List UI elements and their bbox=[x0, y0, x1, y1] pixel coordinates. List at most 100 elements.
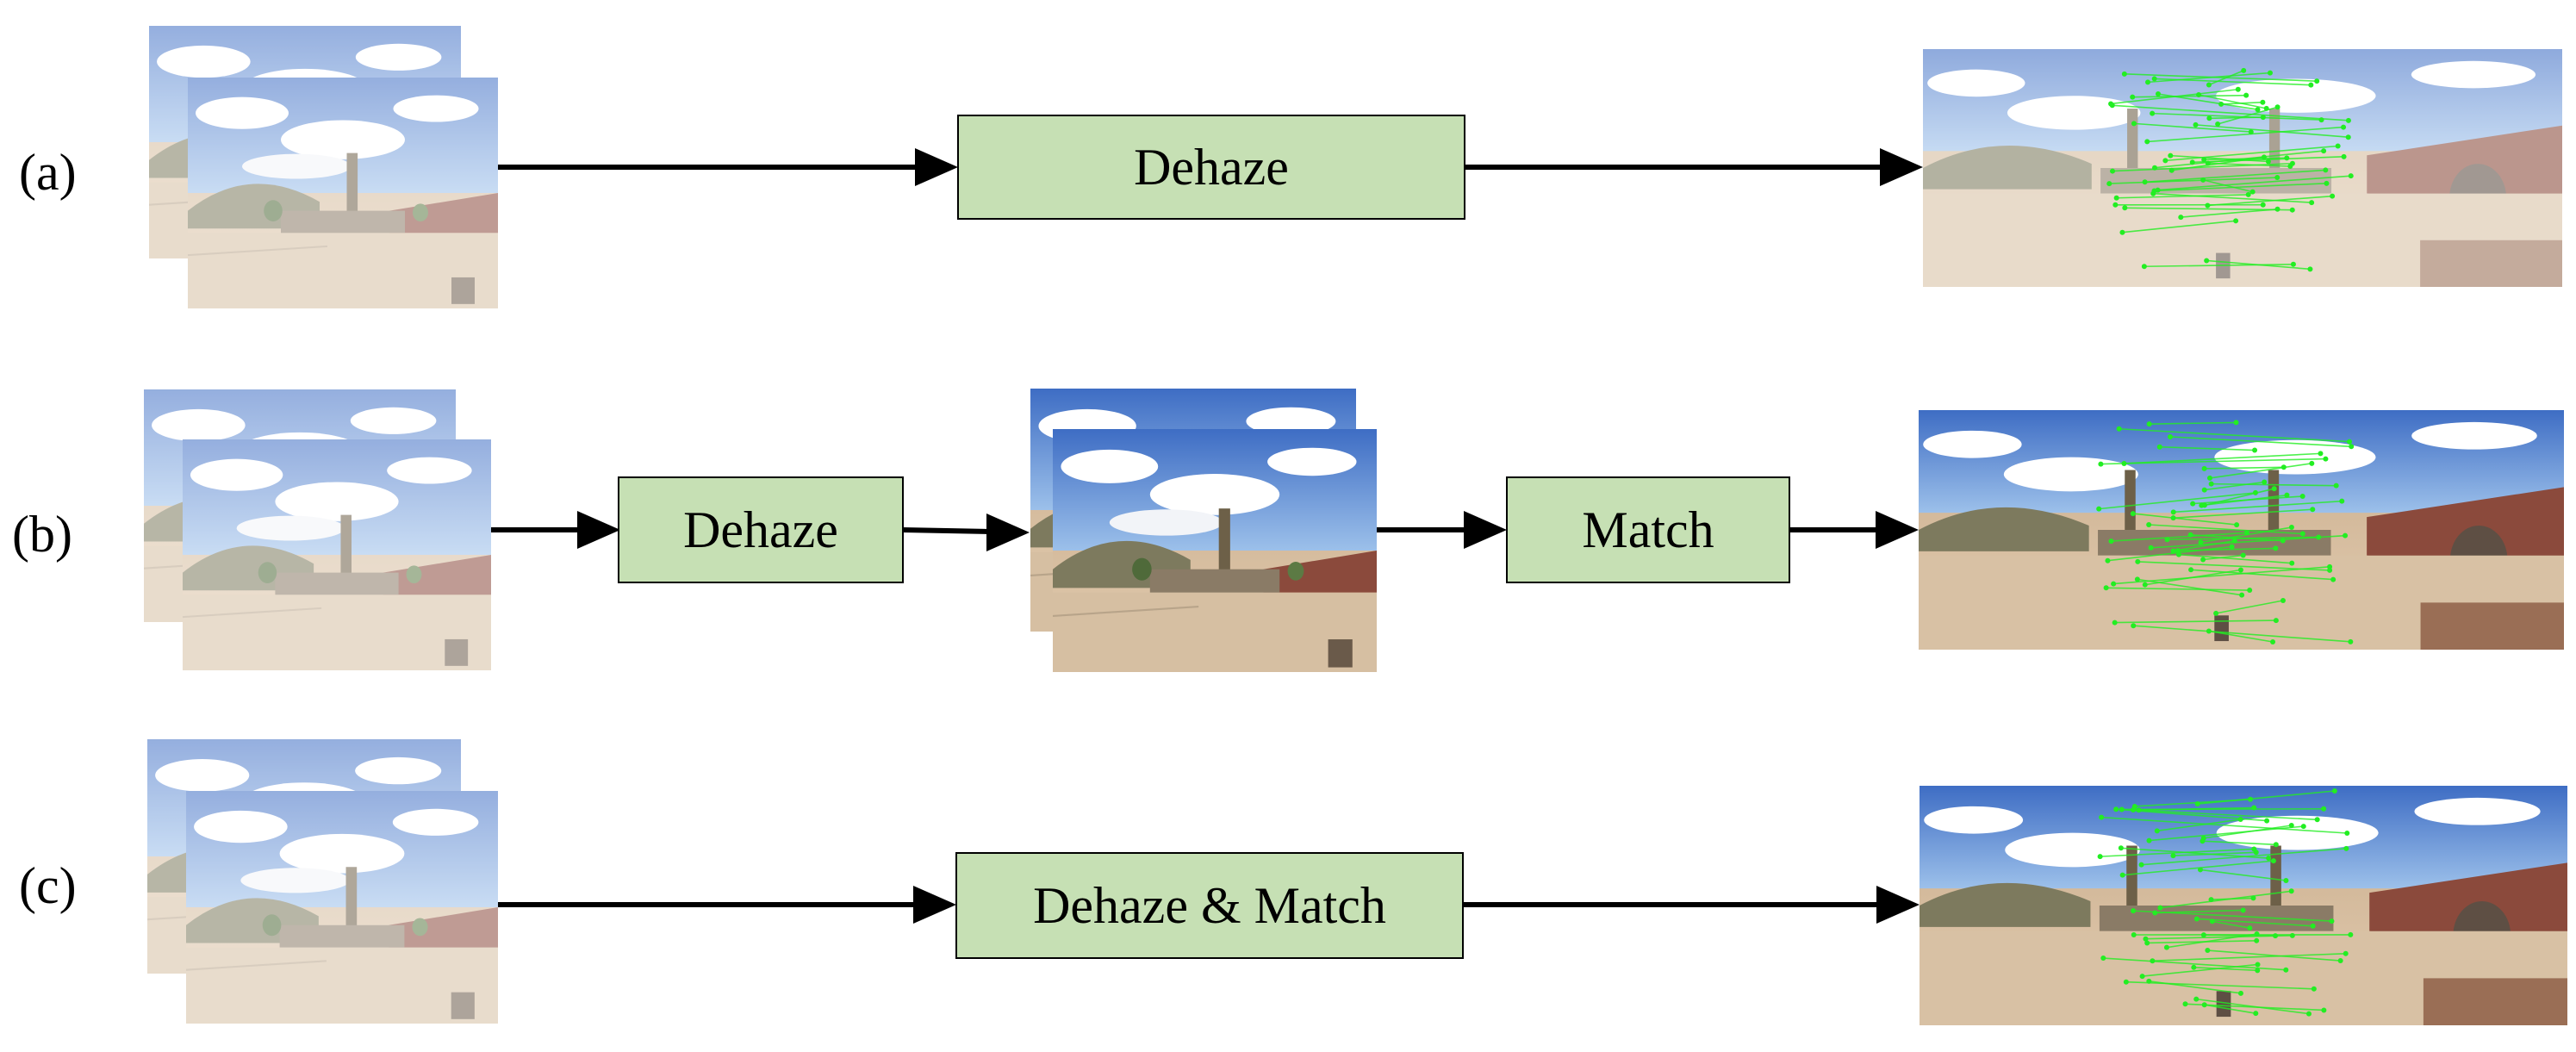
match-keypoint bbox=[2251, 805, 2257, 811]
match-line bbox=[2152, 952, 2346, 962]
match-keypoint bbox=[2341, 153, 2347, 159]
match-line bbox=[2207, 195, 2333, 207]
match-line bbox=[2173, 539, 2235, 552]
match-line bbox=[2099, 492, 2256, 510]
match-line bbox=[2206, 259, 2311, 271]
match-keypoint bbox=[2234, 522, 2240, 528]
match-line bbox=[2195, 124, 2349, 139]
match-line bbox=[2144, 263, 2293, 268]
match-line bbox=[2109, 177, 2278, 184]
match-keypoint bbox=[2314, 78, 2320, 84]
match-keypoint bbox=[2289, 932, 2295, 938]
match-keypoint bbox=[2233, 218, 2239, 224]
match-keypoint bbox=[2170, 548, 2176, 554]
match-keypoint bbox=[2194, 801, 2200, 807]
match-keypoint bbox=[2143, 936, 2149, 942]
match-keypoint bbox=[2108, 101, 2114, 107]
match-keypoint bbox=[2097, 854, 2103, 860]
match-keypoint bbox=[2145, 79, 2151, 85]
match-line bbox=[2147, 940, 2257, 944]
match-keypoint bbox=[2163, 944, 2169, 950]
match-keypoint bbox=[2146, 837, 2152, 843]
match-line bbox=[2103, 957, 2287, 971]
row-c-arrow-2 bbox=[1463, 886, 1920, 924]
match-line bbox=[2132, 94, 2247, 98]
match-line bbox=[2207, 949, 2341, 962]
match-keypoint bbox=[2141, 264, 2147, 270]
row-c-input-image-pair bbox=[147, 739, 498, 1024]
match-keypoint bbox=[2213, 610, 2219, 616]
match-line bbox=[2150, 534, 2346, 549]
match-line bbox=[2149, 524, 2303, 535]
match-keypoint bbox=[2288, 525, 2294, 531]
match-keypoint bbox=[2152, 910, 2158, 916]
match-keypoint bbox=[2131, 623, 2137, 629]
row-c-dehaze-match-box: Dehaze & Match bbox=[955, 852, 1464, 959]
match-keypoint bbox=[2267, 70, 2273, 76]
match-line bbox=[2209, 463, 2312, 479]
row-b-match-box: Match bbox=[1506, 476, 1790, 583]
match-keypoint bbox=[2206, 82, 2212, 88]
match-keypoint bbox=[2247, 925, 2253, 931]
match-keypoint bbox=[2144, 139, 2150, 145]
match-line bbox=[2212, 920, 2250, 929]
match-keypoint bbox=[2265, 159, 2271, 165]
row-a-arrow-2 bbox=[1465, 148, 1923, 186]
match-line bbox=[2122, 220, 2237, 233]
match-keypoint bbox=[2200, 932, 2206, 938]
match-line bbox=[2112, 104, 2349, 121]
match-keypoint bbox=[2309, 460, 2315, 466]
match-keypoint bbox=[2105, 557, 2111, 563]
match-keypoint bbox=[2208, 481, 2214, 487]
match-keypoint bbox=[2273, 842, 2279, 848]
match-keypoint bbox=[2168, 433, 2174, 439]
match-keypoint bbox=[2130, 94, 2136, 100]
match-keypoint bbox=[2146, 421, 2152, 427]
row-a-input-image-pair bbox=[149, 26, 498, 308]
row-a-label: (a) bbox=[19, 144, 77, 201]
match-keypoint bbox=[2154, 828, 2160, 834]
match-line bbox=[2193, 495, 2303, 505]
match-keypoint bbox=[2100, 956, 2106, 962]
match-keypoint bbox=[2330, 576, 2336, 582]
match-keypoint bbox=[2235, 86, 2241, 92]
match-keypoint bbox=[2348, 173, 2354, 179]
match-keypoint bbox=[2311, 986, 2317, 992]
match-keypoint bbox=[2168, 153, 2174, 159]
match-keypoint bbox=[2343, 532, 2349, 538]
match-keypoint bbox=[2131, 908, 2137, 914]
match-keypoint bbox=[2260, 99, 2266, 105]
match-keypoint bbox=[2200, 838, 2206, 844]
row-a-result-image bbox=[1923, 49, 2562, 287]
match-line bbox=[2153, 192, 2312, 203]
match-keypoint bbox=[2249, 189, 2256, 195]
match-line bbox=[2133, 625, 2351, 643]
match-line bbox=[2202, 179, 2253, 193]
row-b-arrow-3 bbox=[1377, 511, 1507, 549]
match-keypoint bbox=[2150, 110, 2156, 116]
match-keypoint bbox=[2337, 958, 2343, 964]
match-keypoint bbox=[2198, 539, 2204, 545]
match-keypoint bbox=[2331, 788, 2337, 794]
row-b-arrow-2 bbox=[902, 514, 1030, 551]
match-line bbox=[2202, 840, 2276, 846]
match-line bbox=[2149, 980, 2242, 994]
match-keypoint bbox=[2150, 958, 2156, 964]
match-line bbox=[2192, 156, 2344, 164]
match-keypoint bbox=[2308, 82, 2314, 88]
match-keypoint bbox=[2243, 92, 2249, 98]
row-b-match-label: Match bbox=[1582, 501, 1714, 558]
match-keypoint bbox=[2305, 1011, 2312, 1017]
match-line bbox=[2141, 848, 2347, 866]
match-keypoint bbox=[2204, 258, 2210, 264]
match-keypoint bbox=[2135, 558, 2141, 564]
match-line bbox=[2155, 909, 2243, 914]
match-line bbox=[2208, 630, 2274, 643]
match-line bbox=[2110, 88, 2238, 105]
match-keypoint bbox=[2273, 618, 2279, 624]
match-keypoint bbox=[2106, 181, 2112, 187]
match-line bbox=[2124, 73, 2318, 82]
match-line bbox=[2204, 481, 2265, 491]
match-keypoint bbox=[2348, 931, 2354, 937]
match-keypoint bbox=[2255, 107, 2261, 113]
